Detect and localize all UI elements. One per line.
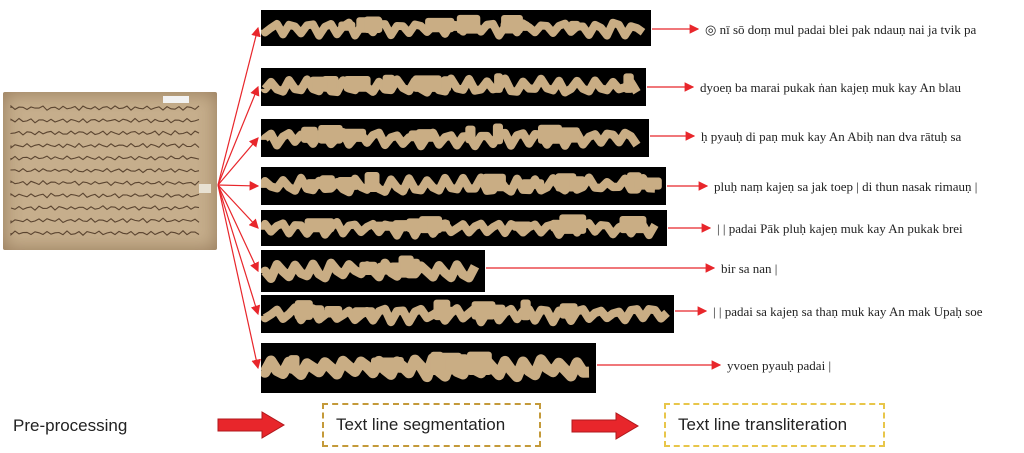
segment-arrow <box>217 180 260 191</box>
transliteration-line: | | padai sa kajeṇ sa thaṇ muk kay An ma… <box>713 304 983 319</box>
segmented-line-image <box>261 295 674 333</box>
segment-arrow <box>217 184 259 273</box>
segmented-line-image <box>261 343 596 393</box>
transliteration-line: ḥ pyauḥ di paṇ muk kay An Abiḥ nan dva r… <box>701 129 962 144</box>
segment-arrow <box>217 184 261 316</box>
transliteration-line: ◎ nī sō doṃ mul padai blei pak ndauṇ nai… <box>705 22 977 37</box>
pipeline-arrow-2 <box>571 412 639 440</box>
manuscript-script-lines <box>10 104 200 237</box>
segmented-line-image <box>261 10 651 46</box>
segmented-line-image <box>261 210 667 246</box>
transliteration-box: Text line transliteration <box>664 403 885 447</box>
segmentation-box: Text line segmentation <box>322 403 541 447</box>
segment-arrow <box>217 85 260 186</box>
segmented-line-image <box>261 68 646 106</box>
manuscript-image <box>3 92 217 250</box>
manuscript-tag <box>163 96 189 103</box>
transliteration-line: | | padai Pāk pluḥ kajeṇ muk kay An puka… <box>717 221 963 236</box>
manuscript-small-tag <box>199 184 211 193</box>
segmented-line-image <box>261 167 666 205</box>
segment-arrow <box>217 26 261 186</box>
transliteration-line: bir sa nan | <box>721 261 778 276</box>
pipeline-arrow-1 <box>217 411 285 439</box>
transliteration-line: dyoeṇ ba marai pukak ṅan kajeṇ muk kay A… <box>700 80 962 95</box>
transliteration-line: yvoen pyauḥ padai | <box>727 358 832 373</box>
segment-arrow <box>217 137 259 186</box>
step-preprocessing-label: Pre-processing <box>13 416 128 435</box>
step-segmentation-label: Text line segmentation <box>336 415 506 434</box>
transliteration-line: pluḥ naṃ kajeṇ sa jak toep | di thun nas… <box>714 179 978 194</box>
segment-arrow <box>217 184 259 229</box>
segmented-line-image <box>261 250 485 292</box>
segment-arrow <box>217 184 261 370</box>
segmented-line-image <box>261 119 649 157</box>
step-transliteration-label: Text line transliteration <box>678 415 848 434</box>
